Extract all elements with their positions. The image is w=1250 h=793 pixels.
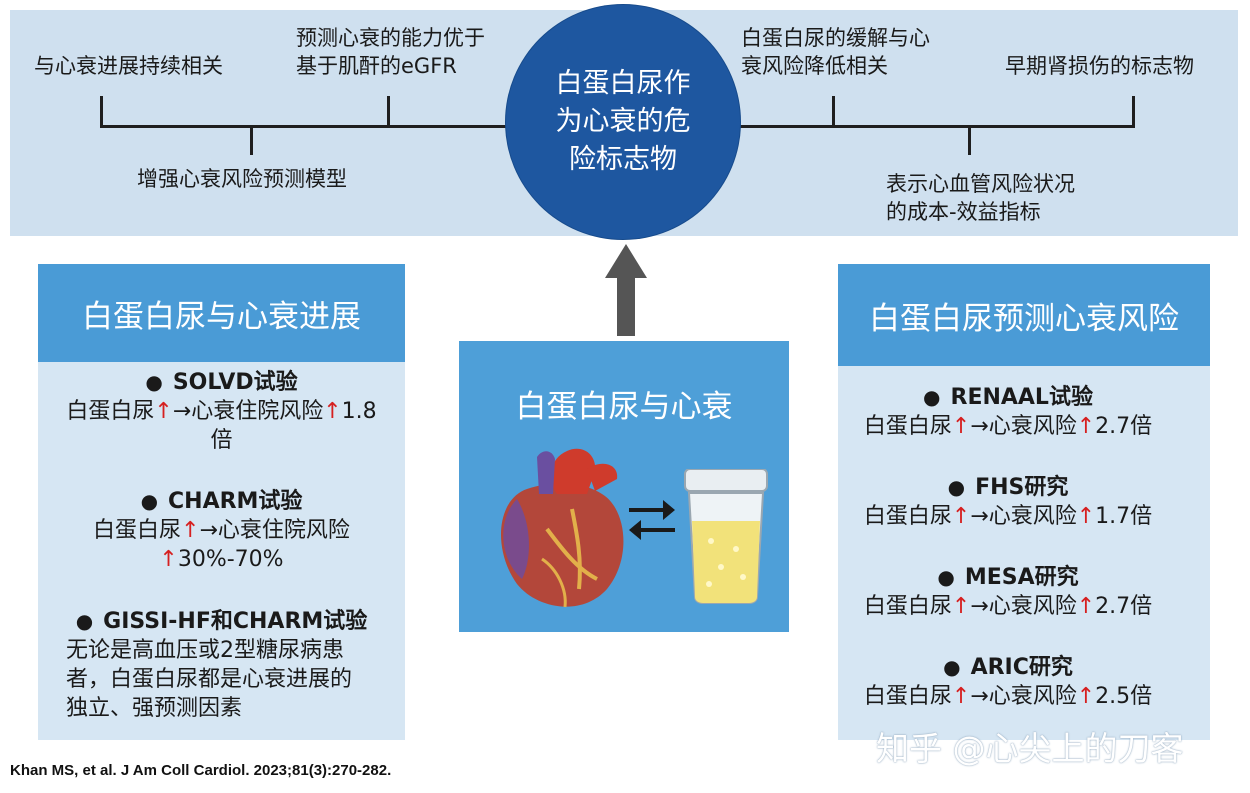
up-arrow-icon: ↑	[951, 504, 971, 529]
left-panel-title: 白蛋白尿与心衰进展	[82, 298, 361, 335]
left-panel-header: 白蛋白尿与心衰进展	[38, 264, 405, 362]
center-title: 白蛋白尿作为心衰的危险标志物	[555, 68, 691, 175]
up-arrow-icon: ↑	[323, 399, 342, 424]
item-line: 白蛋白尿↑→心衰住院风险	[93, 518, 350, 543]
up-arrow-icon: ↑	[951, 684, 971, 709]
item-line: 白蛋白尿↑→心衰风险↑2.7倍	[863, 594, 1153, 619]
timeline-tick-enhance	[250, 125, 253, 155]
exchange-arrows-icon	[629, 500, 675, 540]
up-arrow-icon: ↑	[154, 399, 173, 424]
item-line: 白蛋白尿↑→心衰风险↑1.7倍	[863, 504, 1153, 529]
center-panel-title: 白蛋白尿与心衰	[515, 389, 733, 425]
label-remission: 白蛋白尿的缓解与心 衰风险降低相关	[741, 26, 930, 78]
item-line: 倍	[210, 428, 233, 453]
item-line: 独立、强预测因素	[66, 696, 243, 721]
item-title: ●ARIC研究	[943, 655, 1073, 680]
item-line: 无论是高血压或2型糖尿病患	[66, 638, 344, 663]
timeline-tick-predict	[387, 96, 390, 127]
center-panel: 白蛋白尿与心衰	[459, 341, 789, 632]
right-item-aric: ●ARIC研究 白蛋白尿↑→心衰风险↑2.5倍	[838, 653, 1178, 711]
item-title: ●MESA研究	[937, 565, 1079, 590]
up-arrow-icon	[605, 244, 647, 336]
item-line: ↑30%-70%	[159, 547, 284, 572]
up-arrow-icon: ↑	[181, 518, 200, 543]
up-arrow-icon: ↑	[951, 414, 971, 439]
label-progression: 与心衰进展持续相关	[34, 54, 223, 78]
citation: Khan MS, et al. J Am Coll Cardiol. 2023;…	[10, 762, 392, 779]
up-arrow-icon: ↑	[951, 594, 971, 619]
right-panel-title: 白蛋白尿预测心衰风险	[869, 300, 1179, 337]
item-title: ●RENAAL试验	[923, 385, 1093, 410]
label-cost: 表示心血管风险状况 的成本-效益指标	[886, 172, 1075, 224]
right-panel-header: 白蛋白尿预测心衰风险	[838, 264, 1210, 366]
center-circle: 白蛋白尿作为心衰的危险标志物	[506, 5, 740, 239]
timeline-tick-remission	[832, 96, 835, 127]
up-arrow-icon: ↑	[1076, 504, 1096, 529]
label-early: 早期肾损伤的标志物	[1005, 54, 1194, 78]
urine-cup-illustration	[684, 469, 768, 604]
up-arrow-icon: ↑	[159, 547, 178, 572]
label-predict: 预测心衰的能力优于 基于肌酐的eGFR	[296, 26, 485, 78]
item-line: 白蛋白尿↑→心衰住院风险↑1.8	[66, 399, 377, 424]
up-arrow-icon: ↑	[1076, 684, 1096, 709]
left-item-solvd: ●SOLVD试验 白蛋白尿↑→心衰住院风险↑1.8 倍	[38, 368, 405, 455]
item-line: 白蛋白尿↑→心衰风险↑2.5倍	[863, 684, 1153, 709]
timeline-tick-progression	[100, 96, 103, 127]
watermark: 知乎 @心尖上的刀客	[876, 729, 1184, 768]
right-item-fhs: ●FHS研究 白蛋白尿↑→心衰风险↑1.7倍	[838, 473, 1178, 531]
right-item-renaal: ●RENAAL试验 白蛋白尿↑→心衰风险↑2.7倍	[838, 383, 1178, 441]
right-item-mesa: ●MESA研究 白蛋白尿↑→心衰风险↑2.7倍	[838, 563, 1178, 621]
heart-illustration	[500, 448, 624, 608]
left-item-gissi: ●GISSI-HF和CHARM试验 无论是高血压或2型糖尿病患 者，白蛋白尿都是…	[38, 607, 405, 723]
timeline-tick-early	[1132, 96, 1135, 127]
left-item-charm: ●CHARM试验 白蛋白尿↑→心衰住院风险 ↑30%-70%	[38, 487, 405, 574]
item-title: ●SOLVD试验	[145, 370, 298, 395]
item-title: ●FHS研究	[947, 475, 1069, 500]
label-enhance: 增强心衰风险预测模型	[137, 167, 347, 191]
timeline-tick-cost	[968, 125, 971, 155]
up-arrow-icon: ↑	[1076, 594, 1096, 619]
item-line: 白蛋白尿↑→心衰风险↑2.7倍	[863, 414, 1153, 439]
up-arrow-icon: ↑	[1076, 414, 1096, 439]
item-line: 者，白蛋白尿都是心衰进展的	[66, 667, 353, 692]
item-title: ●GISSI-HF和CHARM试验	[75, 609, 368, 634]
item-title: ●CHARM试验	[140, 489, 303, 514]
